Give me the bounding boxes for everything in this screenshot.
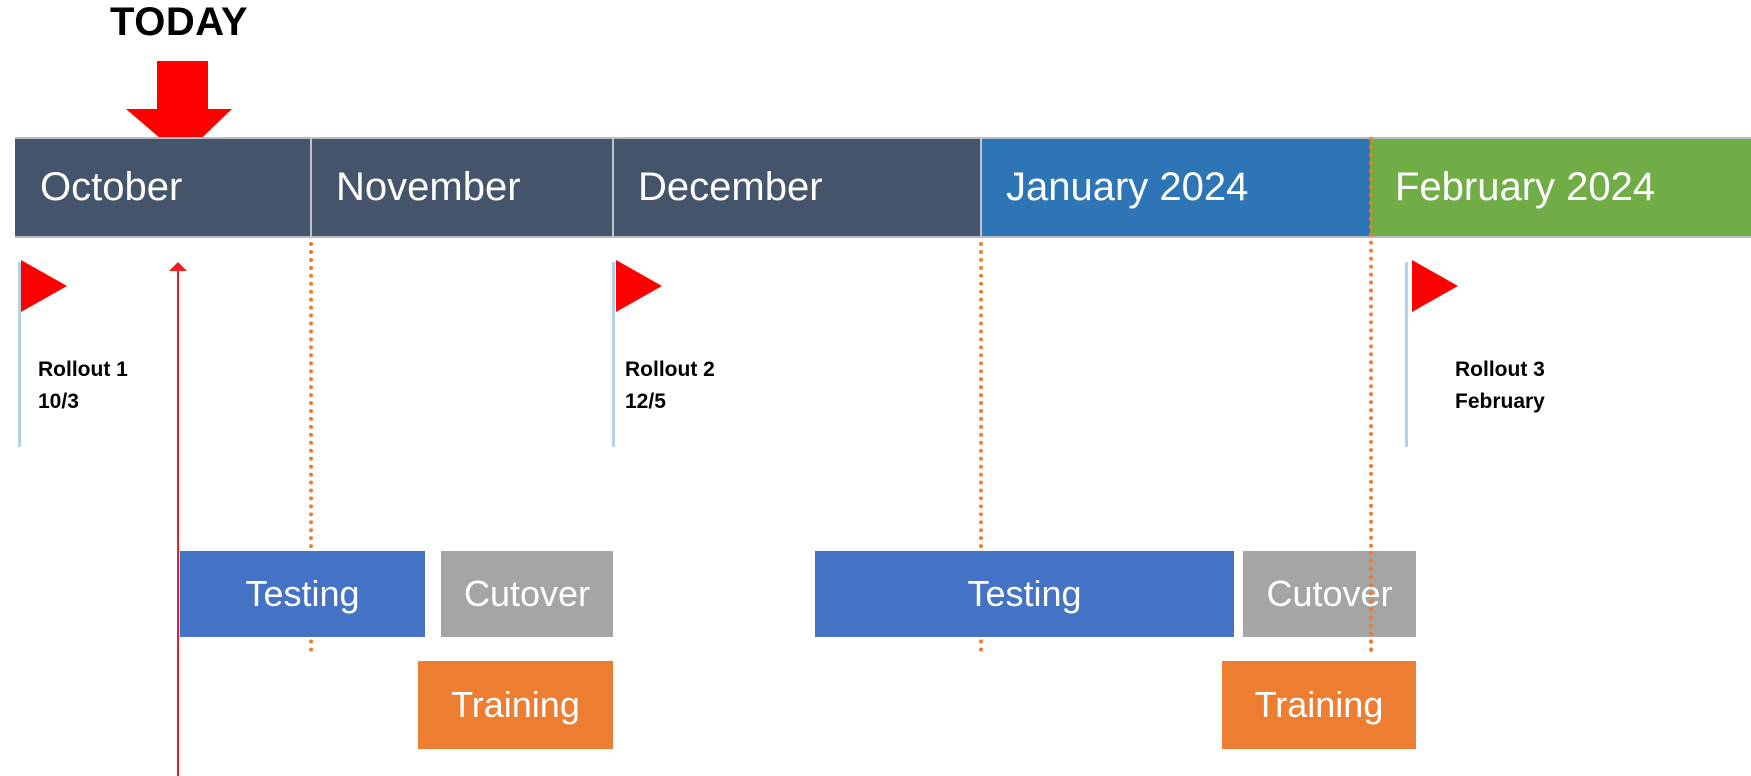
milestone-pole: [18, 262, 21, 447]
milestone-date: 12/5: [625, 390, 666, 413]
month-separator: [309, 242, 313, 652]
flag-icon: [21, 260, 67, 312]
milestone-rollout-3: Rollout 3 February: [1455, 354, 1545, 418]
month-february: February 2024: [1370, 137, 1751, 238]
month-label: February 2024: [1395, 165, 1656, 209]
flag-icon: [616, 260, 662, 312]
month-october: October: [15, 137, 311, 238]
today-label: TODAY: [110, 0, 249, 44]
month-divider: [980, 137, 982, 238]
milestone-pole: [612, 262, 615, 447]
task-testing-1: Testing: [180, 551, 425, 637]
task-training-2: Training: [1222, 661, 1416, 749]
milestone-title: Rollout 1: [38, 358, 128, 381]
month-separator-overlay: [1369, 551, 1373, 652]
milestone-pole: [1405, 262, 1408, 447]
flag-icon: [1412, 260, 1458, 312]
task-cutover-2: Cutover: [1243, 551, 1416, 637]
task-training-1: Training: [418, 661, 613, 749]
month-label: December: [638, 165, 823, 209]
month-separator: [1369, 137, 1373, 652]
milestone-title: Rollout 2: [625, 358, 715, 381]
task-testing-2: Testing: [815, 551, 1234, 637]
milestone-title: Rollout 3: [1455, 358, 1545, 381]
today-line: [177, 264, 179, 776]
month-label: October: [40, 165, 183, 209]
month-january: January 2024: [981, 137, 1370, 238]
month-december: December: [613, 137, 981, 238]
month-separator: [979, 242, 983, 652]
down-arrow-icon: [126, 61, 232, 157]
task-cutover-1: Cutover: [441, 551, 613, 637]
month-label: January 2024: [1006, 165, 1249, 209]
month-label: November: [336, 165, 521, 209]
milestone-date: 10/3: [38, 390, 79, 413]
milestone-date: February: [1455, 390, 1545, 413]
month-divider: [310, 137, 312, 238]
milestone-rollout-1: Rollout 1 10/3: [38, 354, 128, 418]
month-november: November: [311, 137, 613, 238]
month-divider: [612, 137, 614, 238]
milestone-rollout-2: Rollout 2 12/5: [625, 354, 715, 418]
